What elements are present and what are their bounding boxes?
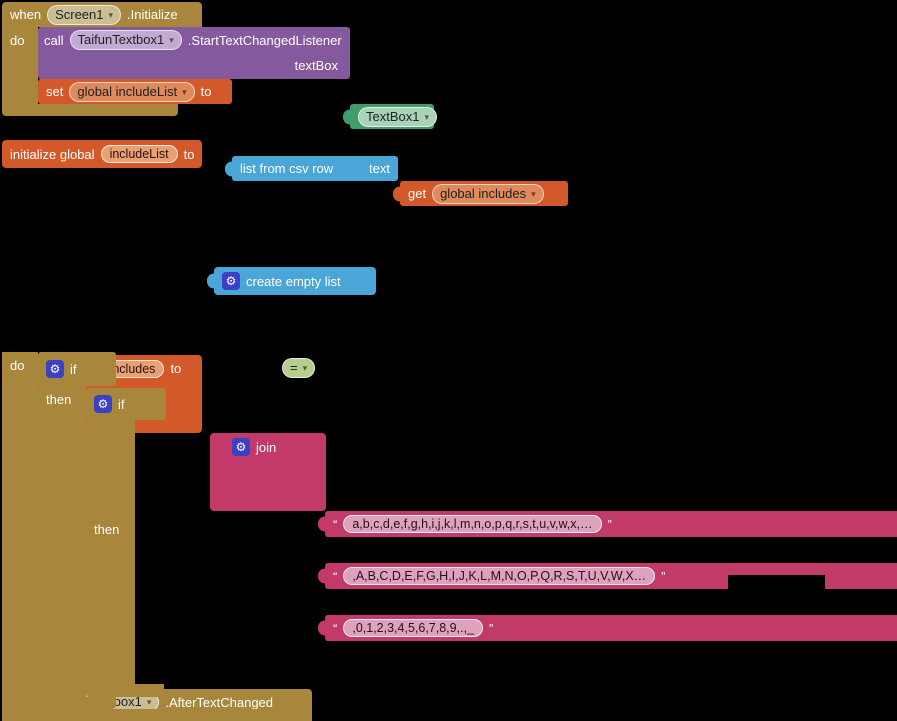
- if-block-1-bottom-bar[interactable]: [38, 697, 116, 709]
- global-includes-dropdown[interactable]: global includes ▾: [432, 183, 544, 204]
- mutator-gear-icon[interactable]: ⚙: [46, 360, 64, 378]
- list-from-csv-row-block[interactable]: list from csv row text: [225, 156, 398, 181]
- taifuntextbox1-dropdown[interactable]: TaifunTextbox1 ▾: [69, 30, 182, 50]
- text-socket-label: text: [369, 161, 390, 176]
- taifuntextbox1-dropdown-label: TaifunTextbox1: [77, 32, 165, 47]
- connector-tab: [318, 568, 326, 584]
- close-quote: ”: [661, 568, 666, 584]
- if-block-1-left-column[interactable]: [38, 386, 86, 697]
- initialize-global-label: initialize global: [10, 146, 95, 162]
- list-from-csv-row-label: list from csv row: [240, 161, 334, 176]
- call-label: call: [44, 32, 64, 48]
- set-global-includelist-block[interactable]: set global includeList ▾ to: [38, 79, 232, 104]
- global-includes-dropdown-label: global includes: [440, 185, 527, 201]
- connector-tab: [318, 516, 326, 532]
- string-block-lowercase[interactable]: “ a,b,c,d,e,f,g,h,i,j,k,l,m,n,o,p,q,r,s,…: [318, 511, 897, 537]
- connector-tab: [225, 161, 233, 176]
- when-aftertextchanged-bottom-bar[interactable]: [2, 709, 300, 721]
- when-aftertextchanged-left-column[interactable]: [2, 352, 38, 709]
- open-quote: “: [333, 568, 338, 584]
- join-block[interactable]: ⚙ join: [210, 433, 326, 511]
- includes-name-field[interactable]: includes: [100, 359, 165, 378]
- if-block-2-header[interactable]: ⚙ if: [86, 388, 166, 420]
- if-block-2-bottom-bar[interactable]: [86, 684, 164, 697]
- join-row: ⚙ join: [232, 435, 276, 459]
- screen1-dropdown-label: Screen1: [55, 6, 104, 22]
- mutator-gear-icon[interactable]: ⚙: [222, 272, 240, 290]
- connector-tab: [343, 109, 351, 124]
- do-label: do: [10, 33, 25, 48]
- do-label: do: [10, 358, 25, 373]
- then-label: then: [94, 522, 120, 537]
- chevron-down-icon: ▾: [302, 363, 308, 373]
- to-label: to: [183, 146, 195, 162]
- mutator-gear-icon[interactable]: ⚙: [232, 438, 250, 456]
- workspace-render-artifact: [728, 575, 825, 602]
- to-label: to: [170, 361, 182, 376]
- aftertextchanged-event-label: .AfterTextChanged: [165, 694, 274, 710]
- create-empty-list-block[interactable]: ⚙ create empty list: [207, 267, 376, 295]
- chevron-down-icon: ▾: [108, 9, 114, 20]
- digits-string-field[interactable]: ,0,1,2,3,4,5,6,7,8,9,.,_: [343, 619, 483, 637]
- to-label: to: [200, 84, 212, 99]
- if-block-2-left-column[interactable]: [86, 420, 135, 684]
- mutator-gear-icon[interactable]: ⚙: [94, 395, 112, 413]
- equals-operator-label: =: [290, 360, 298, 375]
- includelist-name-field[interactable]: includeList: [100, 145, 178, 163]
- call-row: call TaifunTextbox1 ▾ .StartTextChangedLi…: [38, 28, 348, 52]
- chevron-down-icon: ▾: [169, 35, 174, 45]
- if-label: if: [70, 361, 77, 377]
- textbox-param-label: textBox: [294, 58, 338, 73]
- global-includelist-dropdown-label: global includeList: [77, 83, 178, 99]
- open-quote: “: [333, 620, 338, 636]
- textbox1-dropdown[interactable]: TextBox1 ▾: [358, 106, 438, 127]
- when-screen1-bottom-bar[interactable]: [2, 104, 178, 116]
- string-block-digits[interactable]: “ ,0,1,2,3,4,5,6,7,8,9,.,_ ”: [318, 615, 897, 641]
- when-label: when: [10, 7, 42, 22]
- if-label: if: [118, 396, 125, 412]
- textbox1-dropdown-label: TextBox1: [366, 108, 420, 124]
- uppercase-string-field[interactable]: ,A,B,C,D,E,F,G,H,I,J,K,L,M,N,O,P,Q,R,S,T…: [343, 567, 656, 585]
- method-label: .StartTextChangedListener: [187, 32, 342, 48]
- if-block-1-header[interactable]: ⚙ if: [38, 352, 116, 386]
- connector-tab: [207, 273, 215, 289]
- textbox1-component-block[interactable]: TextBox1 ▾: [343, 104, 438, 129]
- set-label: set: [46, 84, 64, 99]
- close-quote: ”: [488, 620, 494, 636]
- screen1-dropdown[interactable]: Screen1 ▾: [47, 4, 122, 25]
- open-quote: “: [333, 516, 338, 532]
- join-label: join: [256, 439, 277, 455]
- get-global-includes-block[interactable]: get global includes ▾: [393, 181, 568, 206]
- then-label: then: [46, 392, 72, 407]
- chevron-down-icon: ▾: [424, 111, 430, 122]
- initialize-event-label: .Initialize: [127, 7, 178, 22]
- when-screen1-left-column[interactable]: [2, 27, 38, 104]
- when-screen1-initialize-block[interactable]: when Screen1 ▾ .Initialize: [2, 2, 202, 27]
- chevron-down-icon: ▾: [182, 86, 187, 97]
- chevron-down-icon: ▾: [146, 697, 152, 707]
- global-includelist-dropdown[interactable]: global includeList ▾: [69, 81, 195, 102]
- create-empty-list-label: create empty list: [246, 273, 341, 289]
- close-quote: ”: [607, 516, 612, 532]
- connector-tab: [318, 620, 326, 636]
- initialize-global-includelist-block[interactable]: initialize global includeList to: [2, 140, 202, 168]
- get-label: get: [408, 186, 427, 201]
- equals-operator-dropdown[interactable]: =▾: [282, 358, 316, 378]
- lowercase-string-field[interactable]: a,b,c,d,e,f,g,h,i,j,k,l,m,n,o,p,q,r,s,t,…: [343, 515, 602, 533]
- chevron-down-icon: ▾: [531, 188, 536, 199]
- call-starttextchangedlistener-block[interactable]: call TaifunTextbox1 ▾ .StartTextChangedLi…: [38, 27, 350, 79]
- connector-tab: [393, 186, 401, 201]
